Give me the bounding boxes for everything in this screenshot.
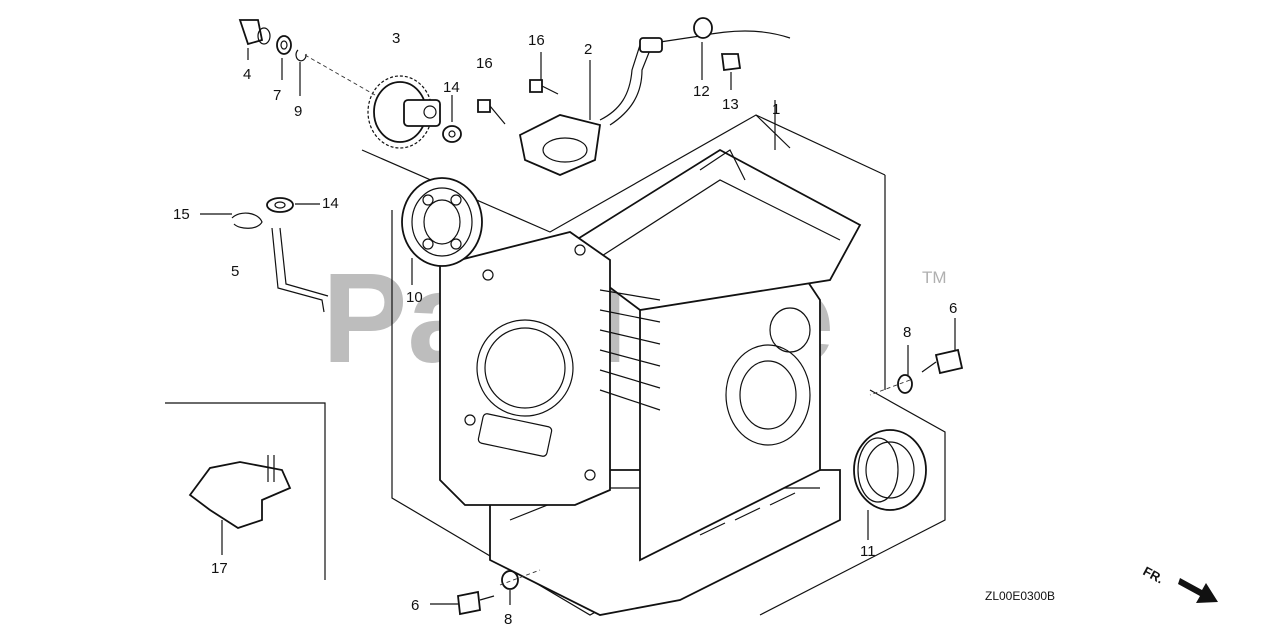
callout-2: 2 bbox=[584, 41, 592, 58]
callout-16a: 16 bbox=[528, 32, 545, 49]
callout-3: 3 bbox=[392, 30, 400, 47]
callout-10: 10 bbox=[406, 289, 423, 306]
callout-17: 17 bbox=[211, 560, 228, 577]
bolt-part-4[interactable] bbox=[238, 19, 271, 46]
nut-part-13[interactable] bbox=[720, 53, 742, 72]
callout-8a: 8 bbox=[903, 324, 911, 341]
front-indicator-label: FR. bbox=[1141, 563, 1167, 586]
bearing-part[interactable] bbox=[401, 177, 483, 267]
front-indicator: FR. bbox=[1141, 563, 1218, 603]
callout-16b: 16 bbox=[476, 55, 493, 72]
watermark-trademark: TM bbox=[922, 268, 947, 287]
callout-8b: 8 bbox=[504, 611, 512, 628]
leader-lines bbox=[200, 42, 956, 605]
bolt-part-16b[interactable] bbox=[477, 99, 506, 125]
bracket-part-17[interactable] bbox=[188, 455, 292, 529]
clip-part-15[interactable] bbox=[231, 212, 263, 229]
cylinder-block[interactable] bbox=[439, 148, 862, 616]
drawing-code: ZL00E0300B bbox=[985, 589, 1055, 603]
callout-9: 9 bbox=[294, 103, 302, 120]
callout-11: 11 bbox=[860, 543, 876, 560]
oil-seal-part[interactable] bbox=[853, 429, 927, 511]
sensor-housing-part[interactable] bbox=[518, 30, 791, 176]
front-arrow-icon bbox=[1178, 578, 1218, 603]
callout-15: 15 bbox=[173, 206, 190, 223]
callout-14a: 14 bbox=[443, 79, 460, 96]
washer-part-14a[interactable] bbox=[442, 125, 462, 143]
clip-part-9[interactable] bbox=[295, 49, 307, 62]
callout-5: 5 bbox=[231, 263, 239, 280]
bolt-part-6b[interactable] bbox=[457, 590, 495, 616]
grommet-part-12[interactable] bbox=[693, 17, 713, 39]
washer-part-8a[interactable] bbox=[897, 374, 913, 394]
callout-4: 4 bbox=[243, 66, 251, 83]
callout-13: 13 bbox=[722, 96, 739, 113]
callout-1: 1 bbox=[772, 101, 780, 118]
bolt-part-6a[interactable] bbox=[921, 348, 964, 375]
governor-gear-part[interactable] bbox=[367, 75, 441, 149]
callout-12: 12 bbox=[693, 83, 710, 100]
rod-part-5[interactable] bbox=[271, 227, 329, 313]
bolt-part-16a[interactable] bbox=[529, 79, 559, 95]
callout-7: 7 bbox=[273, 87, 281, 104]
callout-6b: 6 bbox=[411, 597, 419, 614]
washer-part-14b[interactable] bbox=[266, 197, 294, 213]
inset-box bbox=[165, 402, 326, 580]
washer-part-7[interactable] bbox=[276, 35, 292, 55]
callout-6a: 6 bbox=[949, 300, 957, 317]
callout-14b: 14 bbox=[322, 195, 339, 212]
washer-part-8b[interactable] bbox=[501, 570, 519, 590]
